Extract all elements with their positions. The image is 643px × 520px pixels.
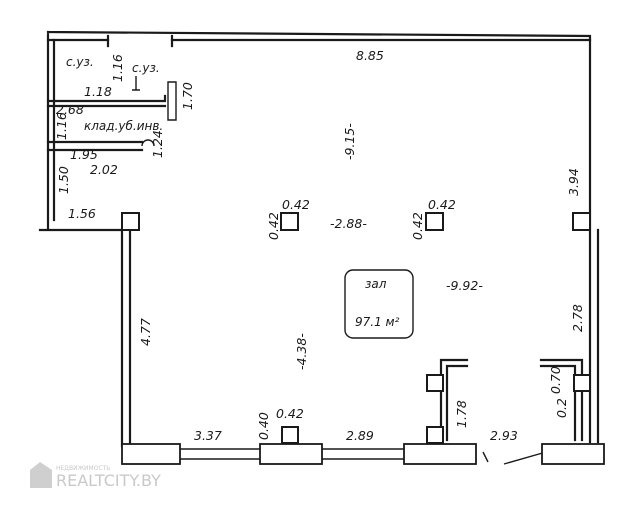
- watermark: НЕДВИЖИМОСТЬ REALTCITY.BY: [30, 462, 161, 490]
- dim-right-lower: 2.78: [570, 304, 585, 332]
- dim-col-b-side: 0.42: [410, 212, 425, 240]
- facade-window-3: [541, 443, 605, 465]
- dim-front-seg-1: 3.37: [194, 428, 222, 443]
- hall-label-box: [344, 269, 414, 339]
- watermark-logo-icon: [30, 462, 52, 488]
- dim-wc2-depth: 1.70: [180, 82, 195, 110]
- facade-window-1: [259, 443, 323, 465]
- dim-hall-depth: -9.15-: [342, 123, 357, 160]
- dim-door-width: 2.93: [490, 428, 518, 443]
- column-front-mid: [281, 426, 299, 444]
- facade-window-2: [403, 443, 477, 465]
- dim-front-seg-2: 2.89: [346, 428, 374, 443]
- room-wc-1: с.уз.: [66, 55, 94, 69]
- walls: [38, 30, 600, 465]
- columns: [121, 212, 591, 444]
- watermark-small-text: НЕДВИЖИМОСТЬ: [56, 465, 110, 472]
- dim-pier-right: 0.70: [548, 366, 563, 394]
- column-pier-left: [426, 374, 444, 392]
- dim-col-span: -2.88-: [330, 216, 367, 231]
- dim-front-col-depth: 0.40: [256, 412, 271, 440]
- dim-front-col-size: 0.42: [276, 406, 304, 421]
- dim-storage-width: 2.68: [56, 102, 84, 117]
- dim-col-a-side: 0.42: [266, 212, 281, 240]
- dim-pier-depth: 1.78: [454, 400, 469, 428]
- dim-storage-inner: 1.95: [70, 147, 98, 162]
- dim-storage-door: 1.24: [150, 130, 165, 158]
- room-storage: клад.уб.инв.: [84, 119, 163, 133]
- dim-storage-depth: 1.16: [54, 112, 69, 140]
- dim-corridor-depth: 1.50: [56, 166, 71, 194]
- column-right: [572, 212, 591, 231]
- dim-col-to-front: -4.38-: [294, 333, 309, 370]
- column-a: [280, 212, 299, 231]
- facade-corner-block: [121, 443, 181, 465]
- dim-wc-width: 1.18: [84, 84, 112, 99]
- dim-left-wall: 4.77: [138, 318, 153, 346]
- room-hall-area: 97.1 м²: [355, 315, 400, 329]
- dim-entry-width: 1.56: [68, 206, 96, 221]
- dim-col-b-size: 0.42: [428, 197, 456, 212]
- column-b: [425, 212, 444, 231]
- dim-col-a-size: 0.42: [282, 197, 310, 212]
- facade: [121, 443, 605, 465]
- room-hall-name: зал: [365, 277, 387, 291]
- dim-wc-depth: 1.16: [110, 54, 125, 82]
- dim-corridor-width: 2.02: [90, 162, 118, 177]
- column-pier-right: [573, 374, 591, 392]
- dim-hall-width: -9.92-: [446, 278, 483, 293]
- room-wc-2: с.уз.: [132, 61, 160, 75]
- dim-pier-right-small: 0.2: [554, 398, 569, 418]
- dim-top-width: 8.85: [356, 48, 384, 63]
- column-left: [121, 212, 140, 231]
- watermark-brand-text: REALTCITY.BY: [56, 471, 161, 490]
- column-front-right: [426, 426, 444, 444]
- dim-right-upper: 3.94: [566, 168, 581, 196]
